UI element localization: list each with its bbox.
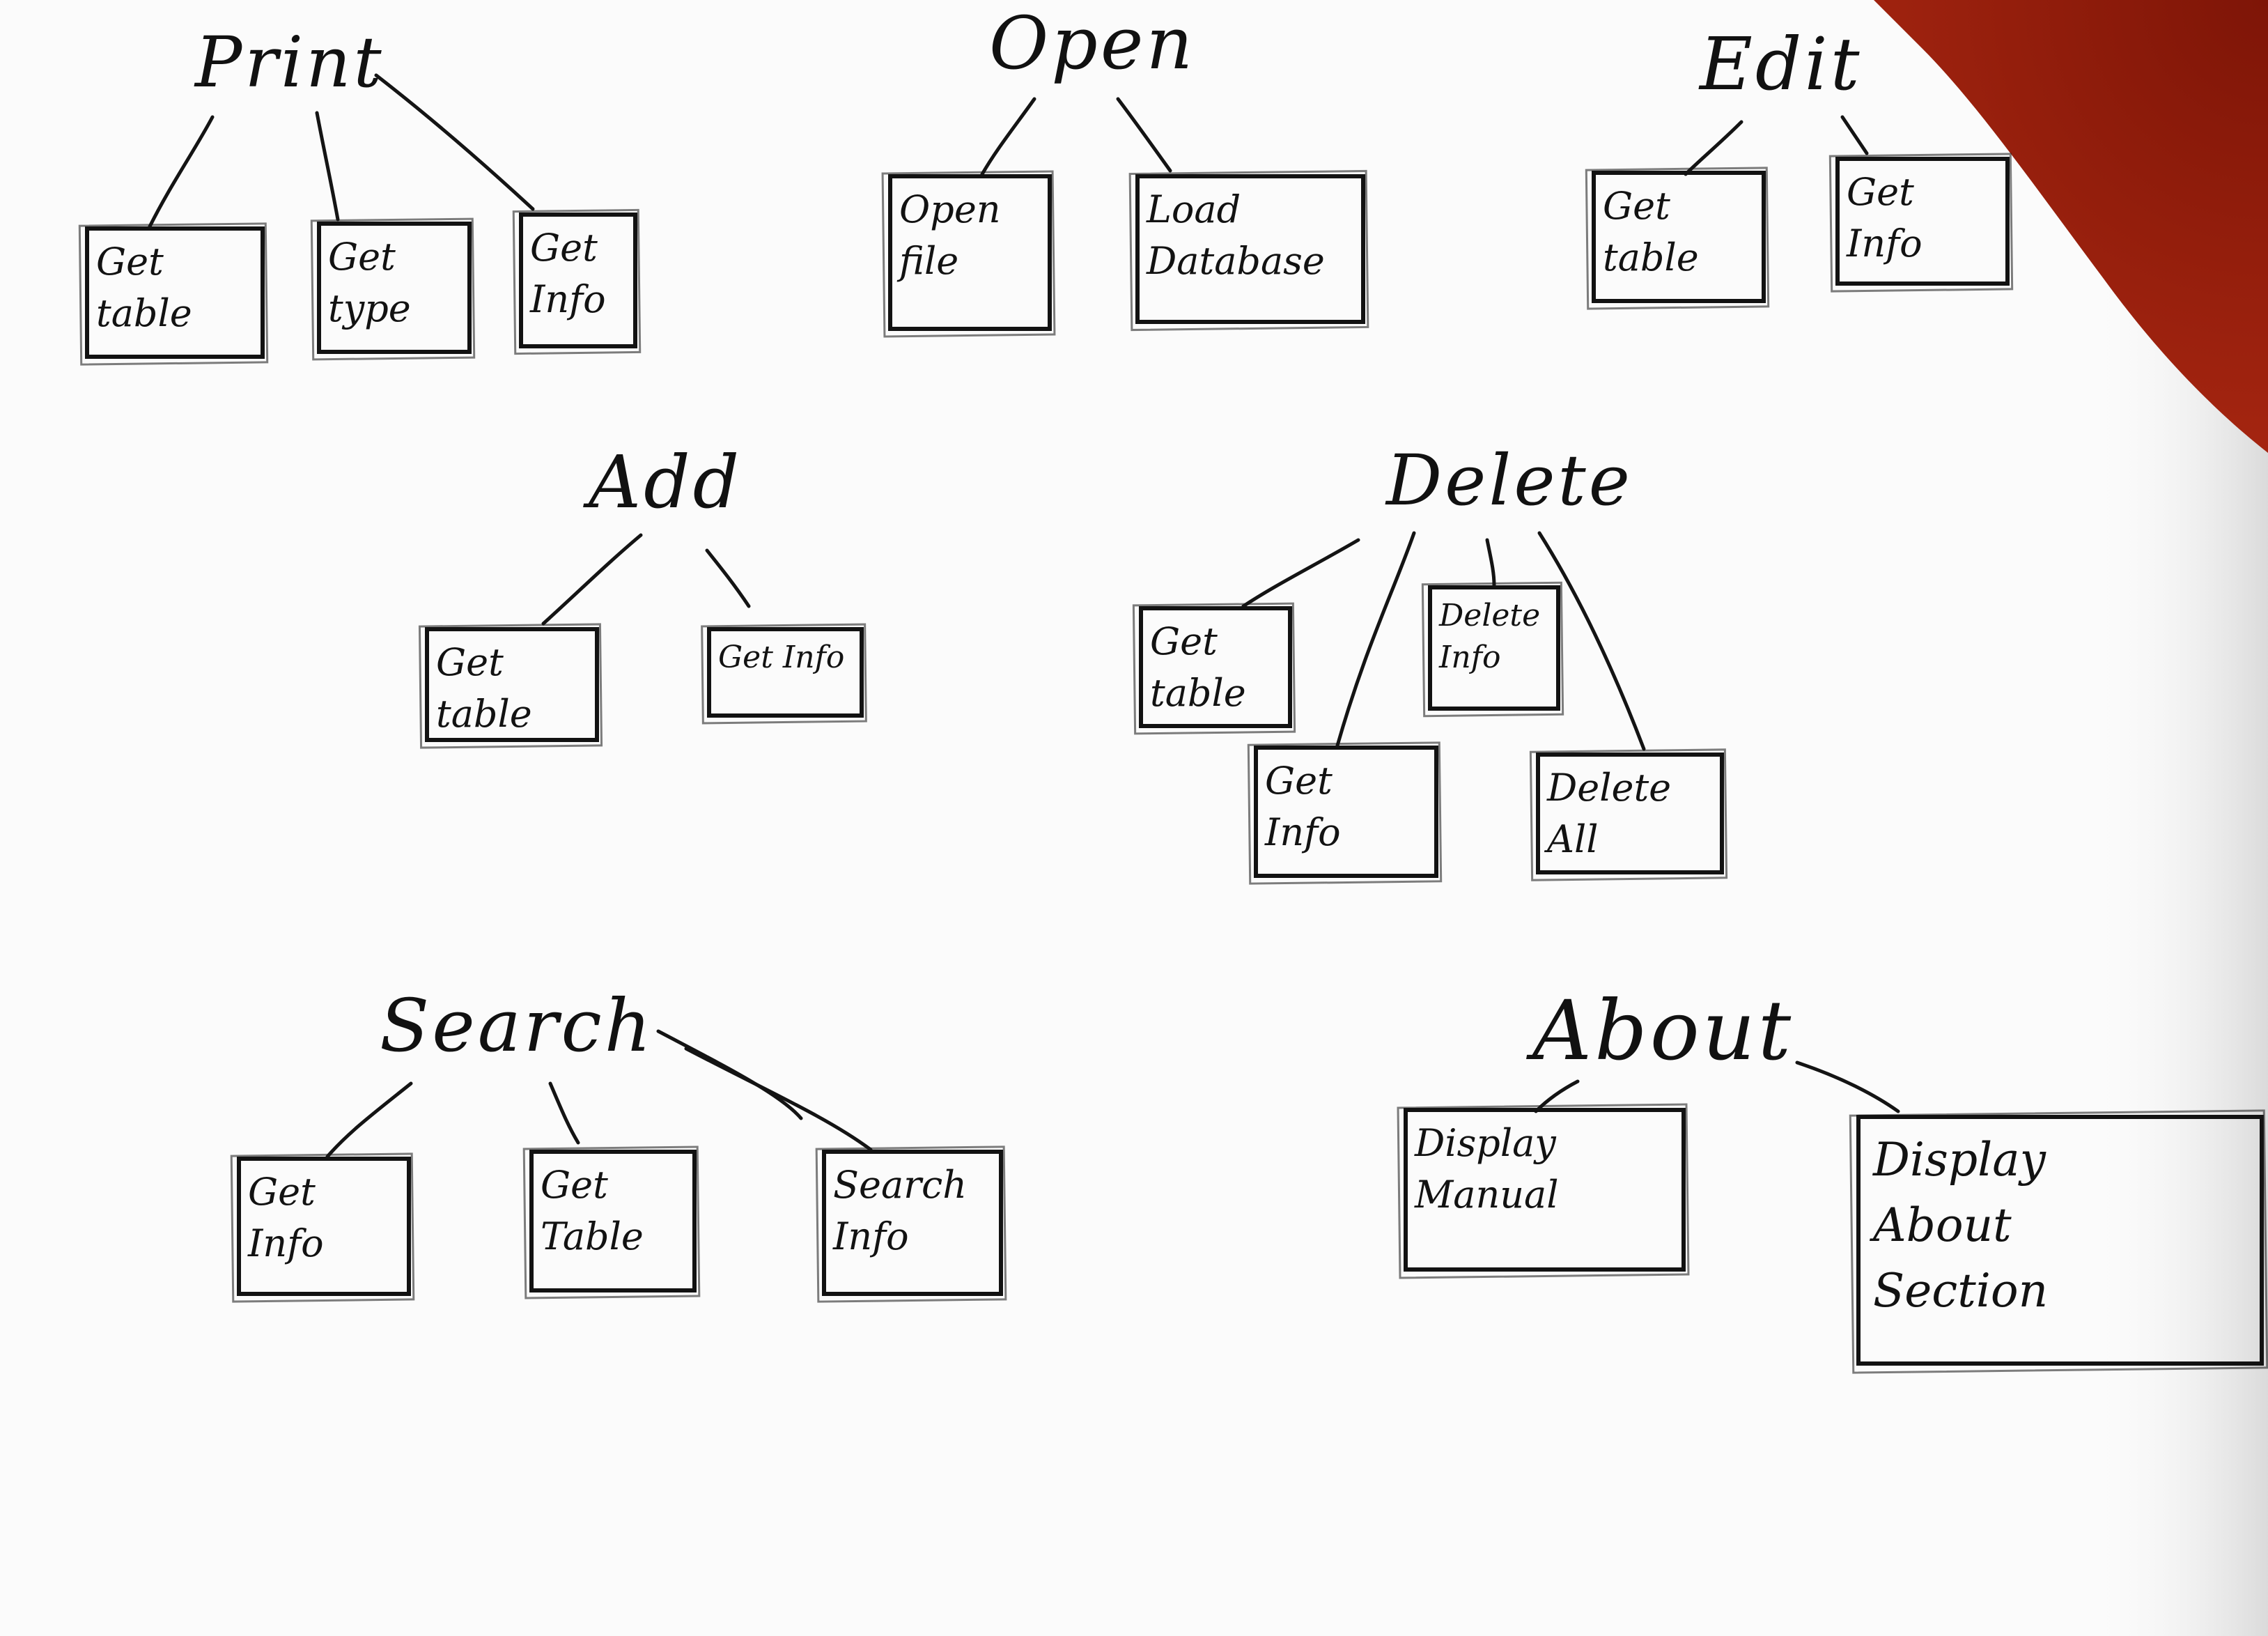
- print-get-type-label: Get type: [328, 235, 411, 330]
- connector-search-1: [325, 1081, 413, 1159]
- connector-delete-2: [1335, 531, 1416, 748]
- connector-open-2: [1116, 97, 1172, 173]
- search-get-table-label: Get Table: [541, 1163, 644, 1258]
- display-manual-box[interactable]: Display Manual: [1404, 1108, 1686, 1272]
- add-get-table-box[interactable]: Get table: [425, 627, 599, 742]
- connector-edit-1: [1684, 120, 1743, 176]
- delete-title: Delete: [1386, 440, 1633, 521]
- connector-search-3b: [684, 1047, 873, 1152]
- delete-get-table-label: Get table: [1150, 619, 1246, 715]
- connector-delete-1: [1241, 538, 1360, 608]
- edit-get-info-label: Get Info: [1847, 170, 1923, 265]
- connector-delete-3: [1485, 538, 1496, 587]
- about-title: About: [1532, 982, 1794, 1079]
- delete-get-info-label: Get Info: [1265, 759, 1341, 854]
- connector-edit-2: [1840, 115, 1869, 155]
- connector-open-1: [980, 97, 1036, 176]
- add-title: Add: [589, 440, 743, 525]
- connector-search-2: [548, 1081, 580, 1145]
- add-get-table-label: Get table: [436, 640, 532, 736]
- connector-add-1: [541, 533, 643, 626]
- delete-info-label: Delete Info: [1439, 598, 1541, 675]
- add-get-info-label: Get Info: [718, 640, 845, 675]
- connector-search-3: [656, 1029, 803, 1120]
- connector-print-3: [374, 73, 535, 211]
- print-get-table-label: Get table: [96, 240, 192, 335]
- open-file-label: Open file: [899, 187, 1001, 283]
- search-info-box[interactable]: Search Info: [822, 1150, 1003, 1296]
- edit-get-info-box[interactable]: Get Info: [1835, 157, 2010, 286]
- edit-title: Edit: [1700, 22, 1863, 107]
- delete-get-table-box[interactable]: Get table: [1139, 606, 1292, 728]
- open-file-box[interactable]: Open file: [888, 174, 1052, 331]
- load-database-label: Load Database: [1147, 187, 1325, 283]
- delete-all-label: Delete All: [1547, 766, 1672, 861]
- connector-add-2: [705, 548, 751, 608]
- add-get-info-box[interactable]: Get Info: [707, 627, 864, 718]
- search-info-label: Search Info: [833, 1163, 967, 1258]
- load-database-box[interactable]: Load Database: [1135, 174, 1365, 324]
- print-get-info-label: Get Info: [530, 226, 606, 321]
- delete-info-box[interactable]: Delete Info: [1428, 585, 1560, 711]
- open-title: Open: [989, 1, 1196, 86]
- display-about-section-label: Display About Section: [1873, 1133, 2049, 1318]
- delete-all-box[interactable]: Delete All: [1536, 753, 1724, 874]
- connector-print-1: [148, 115, 215, 229]
- display-manual-label: Display Manual: [1415, 1121, 1559, 1217]
- search-get-info-box[interactable]: Get Info: [237, 1157, 411, 1296]
- print-get-type-box[interactable]: Get type: [317, 222, 472, 354]
- print-get-info-box[interactable]: Get Info: [519, 213, 637, 348]
- edit-get-table-label: Get table: [1603, 184, 1699, 279]
- display-about-section-box[interactable]: Display About Section: [1856, 1115, 2264, 1366]
- delete-get-info-box[interactable]: Get Info: [1254, 746, 1438, 878]
- connector-delete-4: [1537, 531, 1646, 751]
- search-title: Search: [380, 983, 654, 1068]
- print-get-table-box[interactable]: Get table: [85, 226, 265, 359]
- search-get-table-box[interactable]: Get Table: [529, 1150, 697, 1292]
- search-get-info-label: Get Info: [248, 1170, 324, 1265]
- edit-get-table-box[interactable]: Get table: [1592, 171, 1766, 303]
- print-title: Print: [195, 22, 385, 103]
- connector-about-2: [1795, 1060, 1900, 1113]
- connector-print-2: [315, 111, 340, 222]
